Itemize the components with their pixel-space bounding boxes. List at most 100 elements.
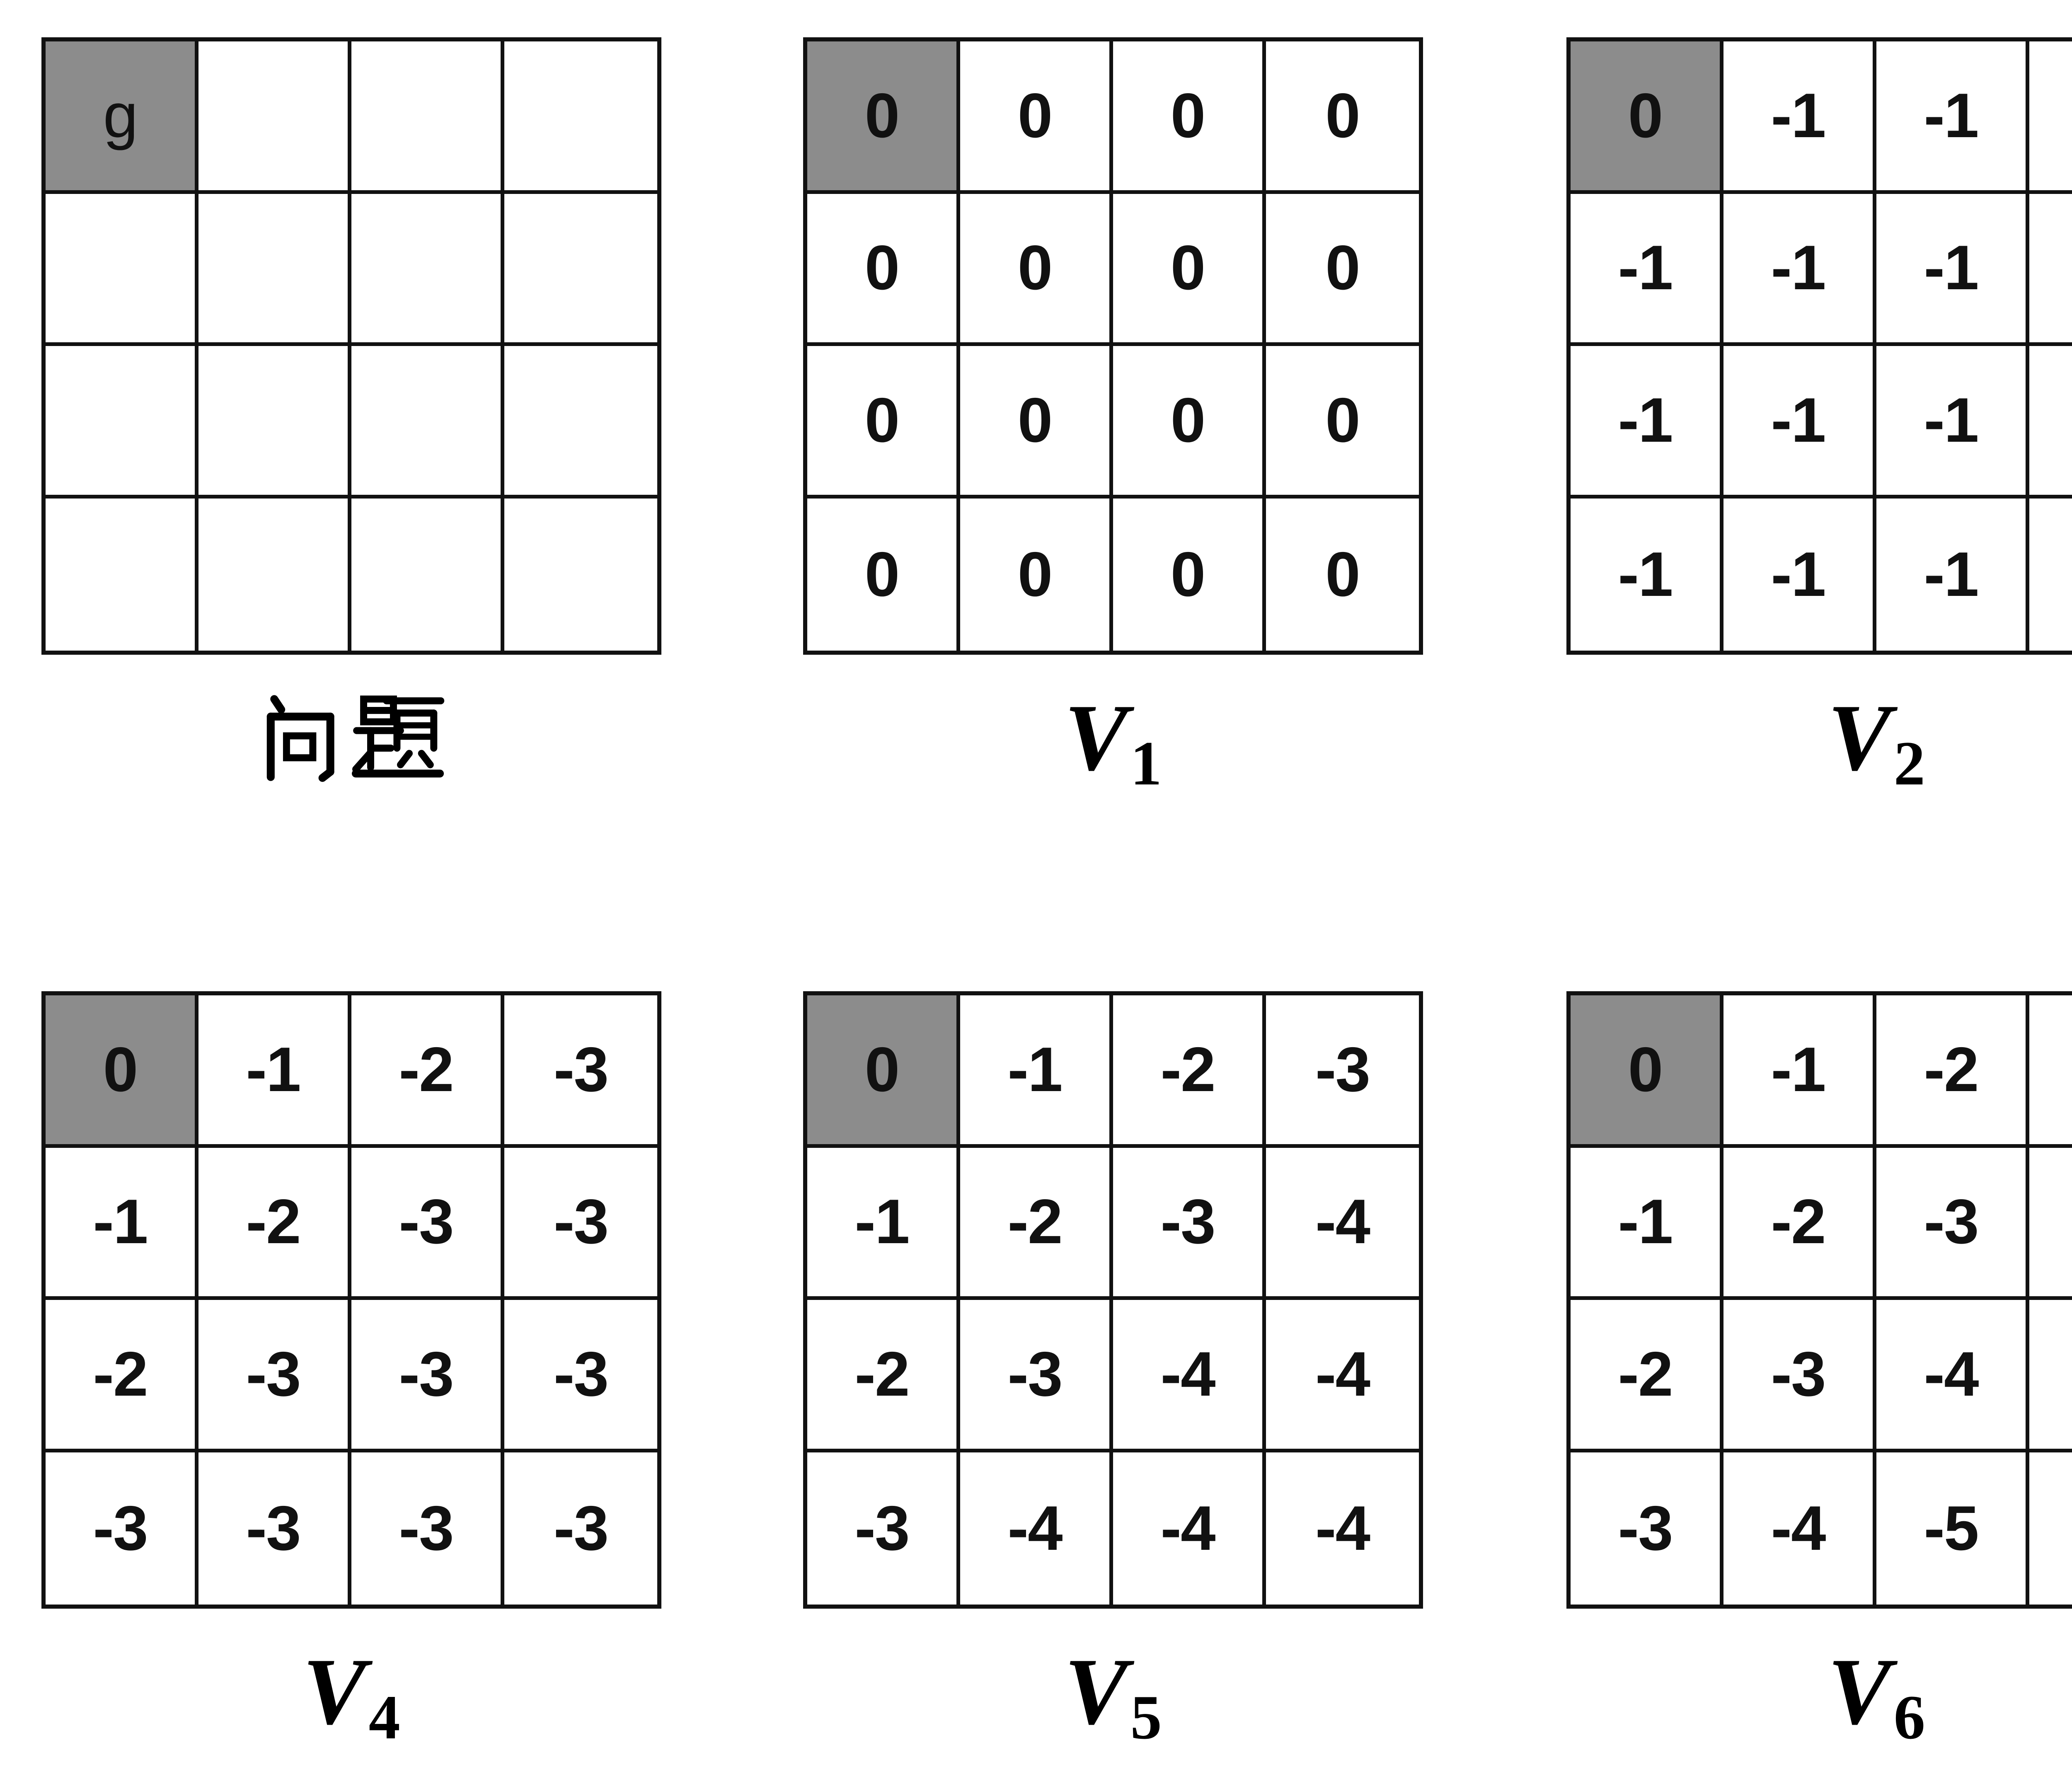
grid-cell: 0 [1266, 346, 1419, 499]
grid-cell: -1 [1876, 346, 2029, 499]
grid-cell [504, 499, 657, 651]
grid-cell: -5 [2029, 1300, 2072, 1452]
grid-cell: 0 [960, 346, 1113, 499]
grid-cell [504, 41, 657, 194]
grid-cell: 0 [1113, 346, 1266, 499]
grid-cell: -2 [198, 1147, 351, 1300]
grid-cell: -2 [46, 1300, 198, 1452]
grid-cell: -1 [807, 1147, 960, 1300]
grid-cell: 0 [1113, 498, 1266, 651]
grid-cell: 0 [960, 498, 1113, 651]
grid-cell: -4 [1266, 1300, 1419, 1452]
grid-cell: -2 [807, 1300, 960, 1452]
goal-cell: g [46, 41, 198, 194]
grid-cell: -4 [1113, 1452, 1266, 1605]
v-symbol: V [303, 1638, 366, 1744]
grid-cell: 0 [1113, 41, 1266, 194]
grid-cell: -1 [1876, 41, 2029, 194]
panel-problem: g 问题 [41, 37, 661, 790]
grid-cell: -1 [1723, 346, 1876, 499]
grid-cell: -2 [351, 995, 504, 1148]
grid-cell: -3 [807, 1452, 960, 1605]
grid-label-problem: 问题 [41, 685, 661, 790]
grid-cell: -1 [2029, 194, 2072, 346]
panel-v6: 0-1-2-3-1-2-3-4-2-3-4-5-3-4-5-5 V6 [1566, 991, 2072, 1749]
grid-cell: -2 [1113, 995, 1266, 1148]
v-symbol: V [1064, 684, 1128, 790]
grid-cell: 0 [1325, 539, 1360, 610]
grid-cell: -3 [351, 1300, 504, 1452]
grid-cell: -3 [46, 1452, 198, 1605]
grid-cell: -2 [1723, 1147, 1876, 1300]
v-subscript: 6 [1893, 1682, 1925, 1752]
grid-cell: -1 [1723, 194, 1876, 346]
grid-cell: -1 [46, 1147, 198, 1300]
grid-cell: -2 [1876, 995, 2029, 1148]
grid-cell: -5 [2029, 1452, 2072, 1605]
value-grid-v4: 0-1-2-3-1-2-3-3-2-3-3-3-3-3-3-3 [41, 991, 661, 1609]
grid-cell: 0 [807, 194, 960, 346]
grid-cell: -1 [1723, 41, 1876, 194]
grid-cell: -1 [960, 995, 1113, 1148]
grid-cell: -4 [1876, 1300, 2029, 1452]
grid-cell: -1 [1876, 194, 2029, 346]
grid-cell [351, 194, 504, 346]
grid-cell [198, 346, 351, 499]
grid-cell: -4 [1315, 1493, 1370, 1563]
grid-cell: -1 [1571, 1147, 1723, 1300]
grid-cell [351, 41, 504, 194]
grid-cell: -4 [1266, 1148, 1419, 1300]
grid-cell [198, 498, 351, 651]
grid-cell: 0 [1266, 194, 1419, 346]
value-grid-v6: 0-1-2-3-1-2-3-4-2-3-4-5-3-4-5-5 [1566, 991, 2072, 1609]
value-grid-v5: 0-1-2-3-1-2-3-4-2-3-4-4-3-4-4-4 [803, 991, 1423, 1609]
v-subscript: 5 [1130, 1682, 1162, 1752]
grid-cell: -1 [2029, 346, 2072, 499]
grid-cell: -3 [504, 995, 657, 1148]
v-subscript: 1 [1130, 728, 1162, 798]
problem-label-cjk-drawing [266, 695, 445, 782]
grid-cell [504, 194, 657, 346]
grid-cell: -1 [1571, 498, 1723, 651]
grid-cell: -1 [198, 995, 351, 1148]
grid-cell [198, 194, 351, 346]
grid-cell: -1 [2029, 499, 2072, 651]
grid-cell [198, 41, 351, 194]
grid-cell [46, 194, 198, 346]
grid-cell [351, 498, 504, 651]
grid-cell: -1 [1723, 995, 1876, 1148]
goal-cell: 0 [1571, 41, 1723, 194]
grid-cell: -5 [1876, 1452, 2029, 1605]
grid-cell: -3 [504, 1300, 657, 1452]
grid-cell [351, 346, 504, 499]
grid-cell: -3 [198, 1452, 351, 1605]
goal-cell: 0 [46, 995, 198, 1148]
grid-cell: -1 [1571, 194, 1723, 346]
grid-cell: 0 [960, 41, 1113, 194]
grid-cell: -4 [1723, 1452, 1876, 1605]
grid-cell: -3 [2029, 995, 2072, 1148]
grid-cell: 0 [807, 346, 960, 499]
grid-cell: -2 [960, 1147, 1113, 1300]
grid-cell: 0 [960, 194, 1113, 346]
goal-cell: 0 [807, 41, 960, 194]
grid-cell: -3 [553, 1493, 609, 1563]
grid-cell: -3 [1571, 1452, 1723, 1605]
grid-cell: -4 [960, 1452, 1113, 1605]
grid-cell: -4 [1113, 1300, 1266, 1452]
grid-cell: -1 [2029, 41, 2072, 194]
grid-cell: 0 [807, 498, 960, 651]
v-symbol: V [1064, 1638, 1128, 1744]
grid-cell: -3 [1266, 995, 1419, 1148]
grid-cell [504, 346, 657, 499]
grid-cell [46, 498, 198, 651]
grid-cell: -3 [198, 1300, 351, 1452]
grid-cell: -2 [1571, 1300, 1723, 1452]
